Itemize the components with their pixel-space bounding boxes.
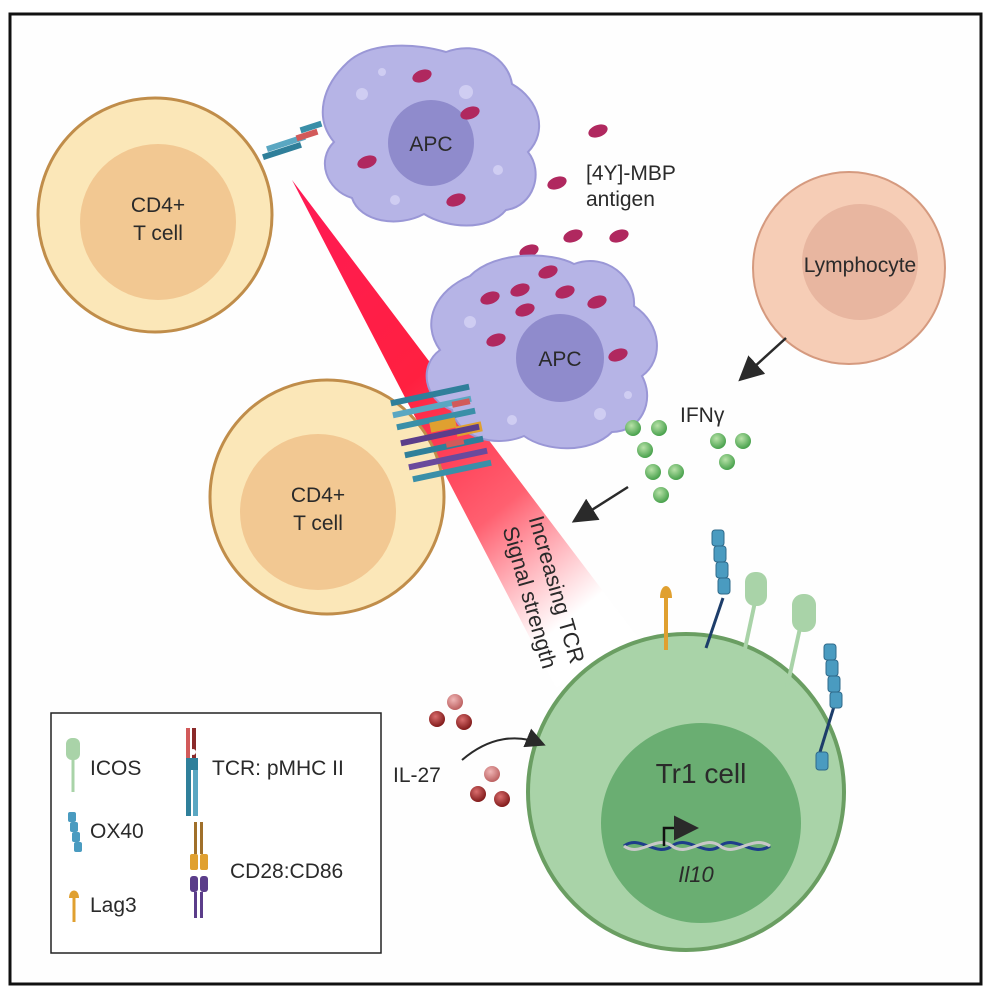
tcr-cluster-middle (390, 383, 492, 483)
ifn-gamma-particles (625, 420, 751, 503)
legend: ICOS OX40 Lag3 TCR: pMHC II (50, 712, 382, 954)
lymphocyte-label: Lymphocyte (804, 254, 916, 277)
legend-tcr-label: TCR: pMHC II (212, 757, 344, 780)
lymphocyte-arrow (738, 337, 787, 382)
apc-top: APC (321, 44, 541, 227)
cd4-t-cell-top: CD4+ T cell (36, 96, 274, 334)
legend-cd28-label: CD28:CD86 (230, 860, 343, 883)
apc-top-label: APC (409, 133, 452, 156)
lag3-icon (69, 890, 79, 922)
ifn-gamma-arrow (571, 485, 629, 523)
tr1-cell-nucleus (601, 723, 801, 923)
tcr-pmhc-icon (186, 728, 198, 816)
antigen-label-line1: [4Y]-MBP (586, 162, 676, 185)
tr1-surface-receptors (660, 529, 843, 771)
cd28-cd86-icon (190, 822, 208, 918)
icos-icon (66, 738, 80, 792)
tr1-cell: Tr1 cell Il10 (526, 632, 846, 952)
lymphocyte-nucleus (802, 204, 918, 320)
antigen-label-line2: antigen (586, 188, 655, 211)
cd4-t-cell-top-nucleus (80, 144, 236, 300)
antigen-particles (519, 124, 629, 258)
cd4-t-cell-middle-line2: T cell (293, 512, 343, 535)
apc-middle: APC (425, 254, 658, 450)
cd4-t-cell-top-line1: CD4+ (131, 194, 185, 217)
apc-top-nucleus (388, 100, 474, 186)
apc-middle-nucleus (516, 314, 604, 402)
ox40-icon (68, 812, 82, 852)
legend-ox40-label: OX40 (90, 820, 144, 843)
legend-icos-label: ICOS (90, 757, 141, 780)
tr1-cell-label: Tr1 cell (656, 758, 747, 789)
legend-lag3-label: Lag3 (90, 894, 137, 917)
cd4-t-cell-middle: CD4+ T cell (208, 378, 446, 616)
apc-middle-label: APC (538, 348, 581, 371)
ifn-gamma-label: IFNγ (680, 404, 725, 427)
il27-arrow (461, 728, 546, 761)
cd4-t-cell-middle-nucleus (240, 434, 396, 590)
transcription-arrow (662, 815, 699, 846)
il27-label: IL-27 (393, 764, 441, 787)
il10-gene-label: Il10 (678, 862, 714, 887)
cd4-t-cell-top-line2: T cell (133, 222, 183, 245)
tcr-complex-top (262, 120, 323, 161)
il27-particles (429, 694, 510, 807)
cd4-t-cell-middle-line1: CD4+ (291, 484, 345, 507)
legend-box (50, 712, 382, 954)
lymphocyte: Lymphocyte (752, 171, 946, 365)
